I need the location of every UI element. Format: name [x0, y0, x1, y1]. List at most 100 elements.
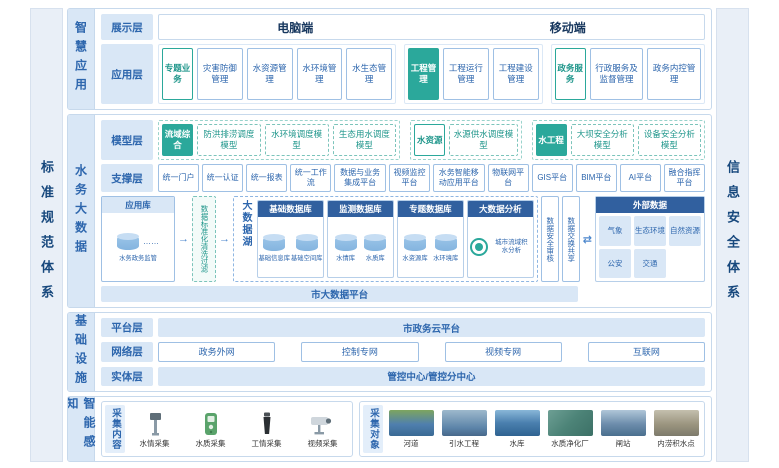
model-group-water-resources: 水资源 水源供水调度模型: [410, 120, 522, 160]
app-module: 行政服务及监督管理: [589, 48, 644, 100]
network-item: 互联网: [587, 342, 705, 362]
bigdata-analysis-box: 大数据分析 城市流域积水分析: [466, 200, 534, 278]
app-module: 工程运行管理: [442, 48, 489, 100]
engineering-sensor-icon: [261, 410, 273, 436]
support-platform: 物联网平台: [487, 164, 529, 192]
support-platform: GIS平台: [531, 164, 573, 192]
support-platform: 统一门户: [158, 164, 200, 192]
collection-objects-label: 采集对象: [363, 405, 383, 453]
entity-layer-label: 实体层: [101, 366, 153, 386]
network-item: 控制专网: [301, 342, 419, 362]
app-module: 水生态管理: [346, 48, 392, 100]
collection-object-item: 内涝积水点: [651, 405, 701, 453]
support-platform: 统一工作流: [290, 164, 332, 192]
database-name: 基础空间库: [290, 254, 323, 262]
display-layer-label: 展示层: [101, 14, 153, 40]
support-platform: 视频监控平台: [388, 164, 430, 192]
group-tag-government: 政务服务: [554, 48, 586, 100]
database-cylinder-icon: [404, 233, 427, 251]
external-data-item: 自然资源: [669, 216, 701, 246]
thematic-database-box: 专题数据库 水资源库 水环境库: [396, 200, 464, 278]
collection-object-item: 水库: [492, 405, 542, 453]
database-cylinder-icon: [295, 233, 318, 251]
model-group-basin: 流域综合 防洪排涝调度模型 水环境调度模型 生态用水调度模型: [158, 120, 401, 160]
model-tag-water-resources: 水资源: [414, 124, 446, 156]
data-lake-box: 大数据湖 基础数据库 基础信息库 基础空间库: [233, 196, 538, 282]
support-platform: BIM平台: [575, 164, 617, 192]
app-group-special-business: 专题业务 灾害防御管理 水资源管理 水环境管理 水生态管理: [158, 44, 396, 104]
gov-cloud-platform-bar: 市政务云平台: [158, 318, 705, 338]
infrastructure-section: 基础设施 平台层 市政务云平台 网络层 政务外网 控制专网 视频专网 互联网: [67, 312, 712, 392]
support-platform: 水务智能移动应用平台: [433, 164, 485, 192]
app-module: 工程建设管理: [492, 48, 539, 100]
information-security-system-bar: 信息安全体系: [716, 8, 749, 462]
network-layer-label: 网络层: [101, 342, 153, 362]
external-data-title: 外部数据: [596, 197, 704, 213]
external-data-item: 气象: [599, 216, 631, 246]
app-module: 水环境管理: [296, 48, 343, 100]
mobile-client-label: 移动端: [549, 20, 586, 35]
collection-content-item: 工情采集: [240, 405, 293, 453]
diversion-project-photo: [441, 409, 487, 436]
collection-object-item: 引水工程: [439, 405, 489, 453]
water-bigdata-section: 水务大数据 模型层 流域综合 防洪排涝调度模型 水环境调度模型 生态用水调度模型…: [67, 114, 712, 308]
river-photo: [388, 409, 434, 436]
pc-client-label: 电脑端: [277, 20, 314, 35]
basic-database-title: 基础数据库: [258, 201, 323, 217]
app-module: 水资源管理: [246, 48, 293, 100]
data-exchange-share-strip: 数据交换共享: [561, 196, 580, 282]
database-name: 水情库: [336, 254, 356, 262]
waterlogging-photo: [653, 409, 699, 436]
model-group-water-engineering: 水工程 大坝安全分析模型 设备安全分析模型: [531, 120, 706, 160]
support-layer-label: 支撑层: [101, 164, 153, 192]
database-name: 水质库: [365, 254, 385, 262]
application-database-title: 应用库: [102, 197, 174, 213]
model-module: 水源供水调度模型: [449, 124, 518, 156]
model-module: 水环境调度模型: [264, 124, 329, 156]
water-plant-photo: [547, 409, 593, 436]
data-cleaning-filter-strip: 数据标准化清洗过滤: [192, 196, 216, 282]
database-cylinder-icon: [334, 233, 357, 251]
city-bigdata-platform-bar: 市大数据平台: [101, 286, 579, 302]
control-center-bar: 管控中心/管控分中心: [158, 366, 705, 386]
database-name: 水资源库: [402, 254, 428, 262]
collection-object-item: 闸站: [598, 405, 648, 453]
database-name: 基础信息库: [258, 254, 290, 262]
analysis-item: 城市流域积水分析: [495, 238, 528, 254]
cctv-camera-icon: [310, 410, 336, 436]
model-module: 大坝安全分析模型: [570, 124, 634, 156]
external-data-item: 交通: [634, 248, 666, 278]
database-cylinder-icon: [364, 233, 387, 251]
section-label-water-bigdata: 水务大数据: [68, 115, 95, 307]
model-module: 防洪排涝调度模型: [197, 124, 261, 156]
collection-object-item: 河道: [386, 405, 436, 453]
smart-application-section: 智慧应用 展示层 电脑端 移动端 应用层 专题业务 灾害防御管理 水: [67, 8, 712, 110]
collection-content-item: 水质采集: [184, 405, 237, 453]
database-cylinder-icon: [434, 233, 457, 251]
flow-arrow-icon: →: [219, 233, 230, 245]
monitoring-database-title: 监测数据库: [327, 201, 393, 217]
external-data-box: 外部数据 气象 生态环境 自然资源 公安 交通: [595, 196, 705, 282]
support-platform: AI平台: [619, 164, 661, 192]
flow-arrow-icon: →: [178, 233, 189, 245]
external-data-item: 公安: [599, 248, 631, 278]
application-database-box: 应用库 …… 水务政务监管: [101, 196, 175, 282]
diagram-main: 智慧应用 展示层 电脑端 移动端 应用层 专题业务 灾害防御管理 水: [67, 8, 712, 462]
external-data-item: 生态环境: [634, 216, 666, 246]
collection-objects-box: 采集对象 河道 引水工程 水库: [359, 401, 705, 457]
water-quality-meter-icon: [204, 410, 218, 436]
support-platform: 数据与业务集成平台: [334, 164, 386, 192]
group-tag-special-business: 专题业务: [162, 48, 193, 100]
display-layer-bar: 电脑端 移动端: [158, 14, 705, 40]
section-label-intelligent-sensing: 智能感知: [68, 397, 96, 461]
section-label-smart-application: 智慧应用: [68, 9, 95, 109]
database-name: 水环境库: [433, 254, 459, 262]
model-module: 生态用水调度模型: [332, 124, 397, 156]
flow-double-arrow-icon: ⇄: [582, 233, 592, 246]
ellipsis-text: ……: [143, 236, 159, 246]
standards-system-bar: 标准规范体系: [30, 8, 63, 462]
bigdata-analysis-title: 大数据分析: [467, 201, 533, 217]
thematic-database-title: 专题数据库: [397, 201, 463, 217]
intelligent-sensing-section: 智能感知 采集内容 水情采集: [67, 396, 712, 462]
